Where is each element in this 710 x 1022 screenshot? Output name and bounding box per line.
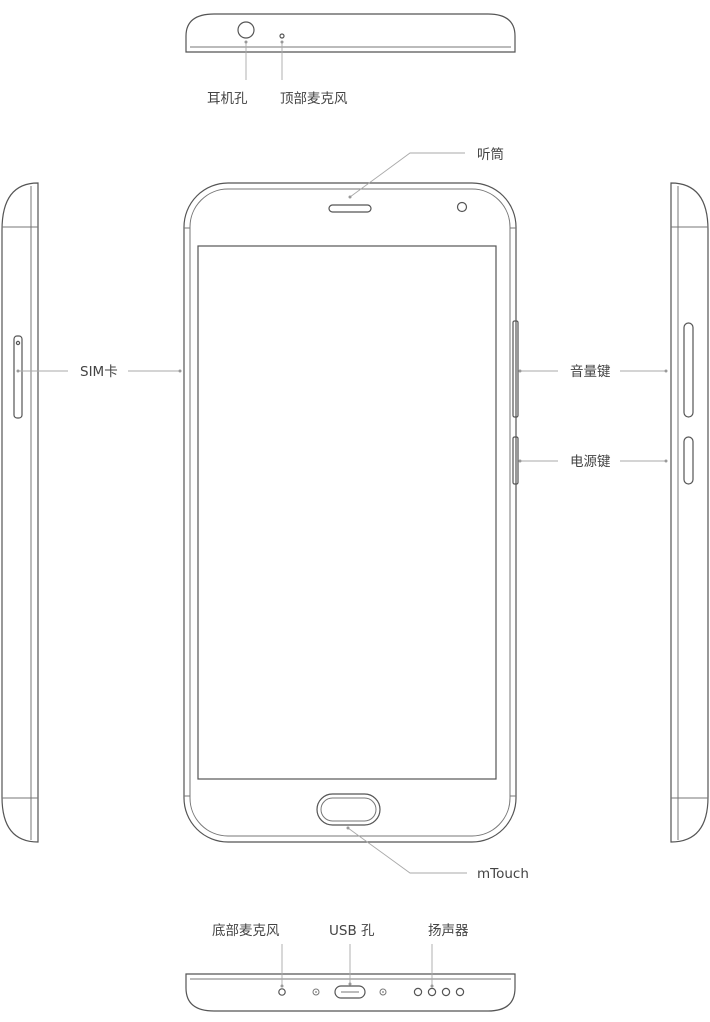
- bottom-screw-right: [379, 988, 387, 996]
- bottom-mic-hole: [278, 988, 286, 996]
- top-mic-hole: [279, 33, 285, 39]
- right-side-outline: [670, 182, 709, 843]
- volume-key: [683, 322, 694, 418]
- front-camera: [456, 201, 468, 213]
- top-edge-view: 耳机孔 顶部麦克风: [185, 13, 516, 107]
- sim-eject-hole: [15, 340, 21, 346]
- speaker-hole-1: [413, 987, 423, 997]
- left-side-outline: [1, 182, 39, 843]
- mtouch-callout: mTouch: [346, 826, 529, 882]
- volume-key-callout: 音量键: [518, 363, 668, 380]
- power-key-callout: 电源键: [518, 454, 668, 470]
- power-key-profile: [512, 436, 519, 485]
- usb-port: [334, 985, 366, 999]
- earpiece-callout: 听筒: [348, 146, 504, 199]
- mtouch-label: mTouch: [477, 866, 529, 882]
- earpiece-label: 听筒: [477, 146, 504, 163]
- sim-card-callout: SIM卡: [16, 364, 182, 380]
- volume-key-profile: [512, 320, 519, 418]
- bottom-edge-view: 底部麦克风 USB 孔 扬声器: [185, 923, 516, 1012]
- speaker-hole-3: [441, 987, 451, 997]
- volume-key-label: 音量键: [570, 363, 611, 380]
- sim-card-label: SIM卡: [80, 364, 118, 380]
- bottom-edge-outline: [185, 973, 516, 1012]
- bottom-mic-label: 底部麦克风: [212, 923, 280, 939]
- speaker-hole-4: [455, 987, 465, 997]
- power-key-label: 电源键: [570, 454, 611, 470]
- usb-port-label: USB 孔: [329, 923, 375, 939]
- front-body-outline: [183, 182, 517, 843]
- mtouch-home-button: [316, 793, 381, 826]
- earphone-jack-hole: [237, 21, 255, 39]
- top-mic-label: 顶部麦克风: [280, 91, 348, 107]
- bottom-screw-left: [312, 988, 320, 996]
- front-view: [183, 182, 519, 843]
- top-edge-outline: [185, 13, 516, 53]
- speaker-hole-2: [427, 987, 437, 997]
- earpiece-slot: [328, 204, 372, 213]
- right-side-view: [670, 182, 709, 843]
- display-screen: [197, 245, 497, 780]
- left-side-view: [1, 182, 39, 843]
- sim-card-tray: [13, 335, 23, 419]
- speaker-label: 扬声器: [428, 923, 469, 939]
- power-key: [683, 436, 694, 485]
- earphone-jack-label: 耳机孔: [207, 91, 248, 107]
